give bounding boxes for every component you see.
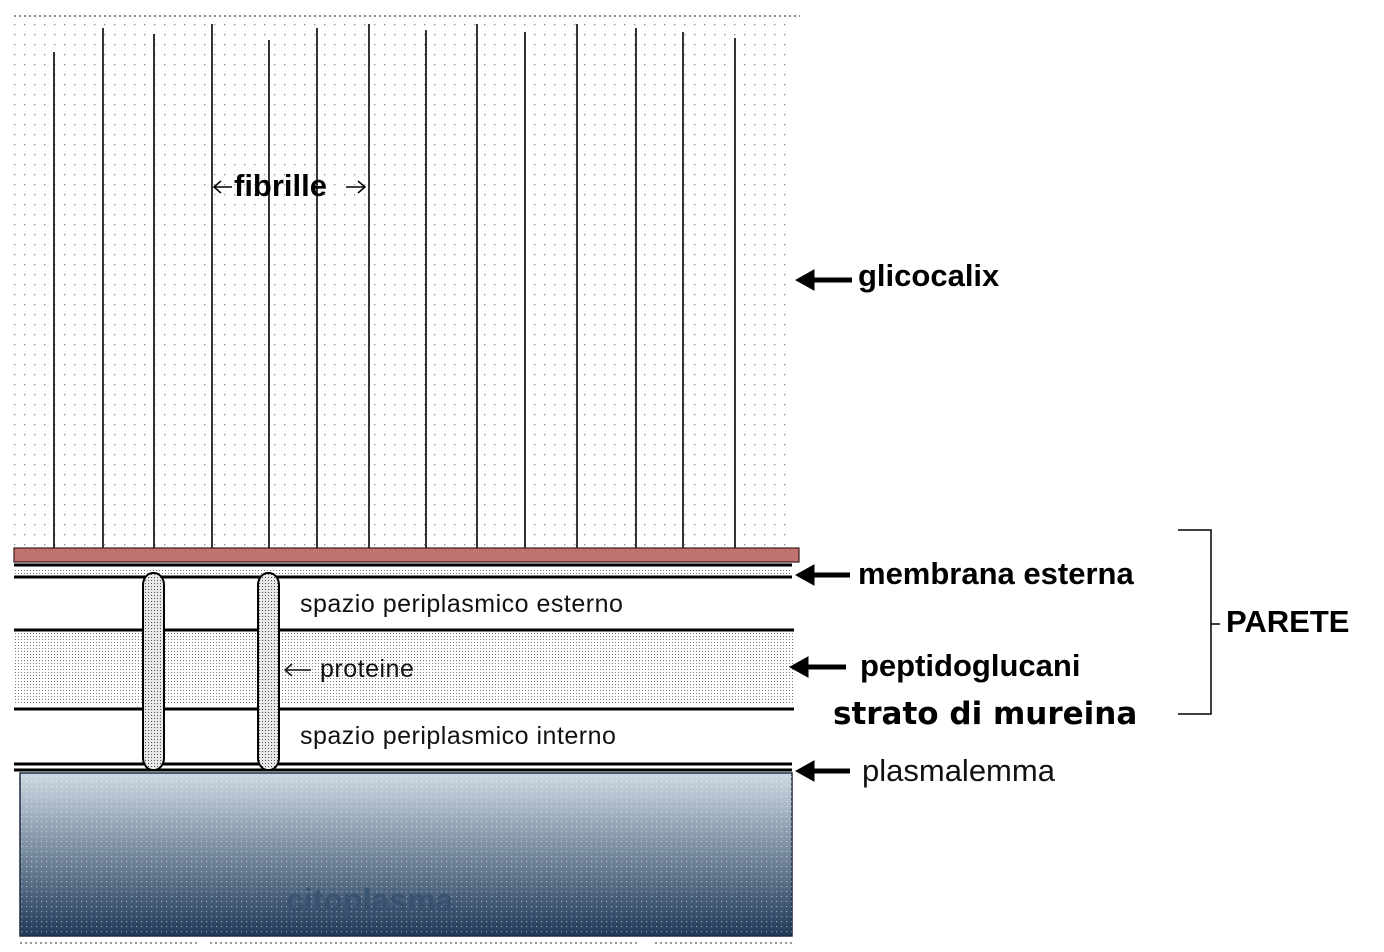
fibrille-group — [53, 24, 736, 548]
membrana-esterna-label: membrana esterna — [858, 556, 1134, 591]
proteine-channels — [142, 572, 280, 771]
plasmalemma-label: plasmalemma — [862, 753, 1055, 788]
arrow-left-icon — [212, 180, 232, 194]
protein-channel-2 — [257, 572, 280, 771]
arrow-glicocalix-icon — [794, 269, 852, 291]
arrow-plasmalemma-icon — [794, 760, 850, 782]
strato-mureina-label: strato di mureina — [833, 696, 1138, 732]
arrow-right-icon — [346, 180, 367, 194]
glicocalix-layer — [14, 15, 800, 548]
parete-bracket — [1178, 529, 1220, 715]
arrow-peptidoglucani-icon — [788, 656, 846, 678]
membrana-esterna-layer — [13, 547, 800, 579]
parete-label: PARETE — [1226, 604, 1350, 639]
glicocalix-label: glicocalix — [858, 258, 1000, 293]
fibrille-arrows — [212, 180, 367, 194]
protein-channel-1 — [142, 572, 165, 771]
side-arrows — [788, 269, 852, 782]
plasmalemma-layer — [14, 762, 792, 772]
citoplasma-label: citoplasma — [286, 882, 454, 918]
peptidoglucani-label: peptidoglucani — [860, 648, 1081, 683]
fibrille-label: fibrille — [234, 168, 328, 203]
citoplasma-block — [19, 772, 793, 944]
proteine-arrow-icon — [283, 663, 311, 677]
spazio-interno-label: spazio periplasmico interno — [300, 722, 617, 750]
spazio-esterno-label: spazio periplasmico esterno — [300, 590, 624, 618]
arrow-membrana-icon — [794, 564, 850, 586]
proteine-label: proteine — [320, 655, 415, 683]
